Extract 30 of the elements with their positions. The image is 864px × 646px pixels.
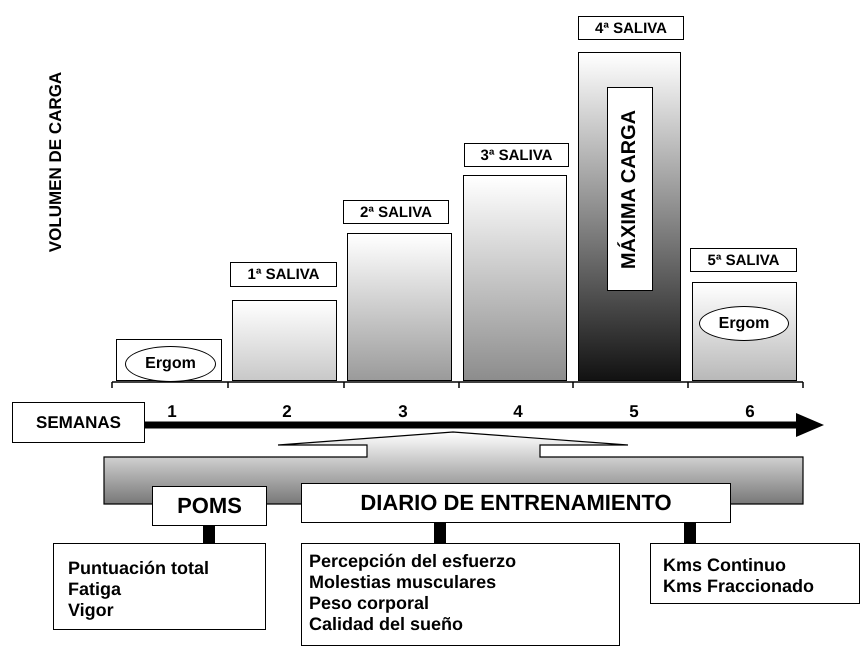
list-box: Kms Continuo Kms Fraccionado	[650, 543, 860, 604]
week-number: 1	[167, 402, 177, 422]
ergom-ellipse: Ergom	[125, 346, 216, 382]
load-bar	[463, 175, 567, 381]
load-bar	[347, 233, 452, 381]
connector	[203, 526, 215, 543]
load-bar	[232, 300, 337, 381]
list-box: Percepción del esfuerzo Molestias musculares Peso corporal Calidad del sueño	[301, 543, 620, 646]
week-number: 4	[513, 402, 523, 422]
axis-title: VOLUMEN DE CARGA	[46, 72, 66, 252]
label-box: DIARIO DE ENTRENAMIENTO	[301, 483, 731, 523]
load-bar	[116, 339, 222, 381]
week-number: 3	[398, 402, 408, 422]
week-number: 2	[282, 402, 292, 422]
label-box: MÁXIMA CARGA	[607, 87, 653, 291]
label-box: 2ª SALIVA	[343, 200, 449, 224]
label-box: 5ª SALIVA	[690, 248, 797, 272]
load-bar	[692, 282, 797, 381]
week-number: 5	[629, 402, 639, 422]
label-box: 4ª SALIVA	[578, 16, 684, 40]
ergom-ellipse: Ergom	[699, 306, 789, 341]
label-box: SEMANAS	[12, 402, 145, 443]
label-box: 1ª SALIVA	[230, 262, 337, 287]
week-number: 6	[745, 402, 755, 422]
label-box: POMS	[152, 486, 267, 526]
list-box: Puntuación total Fatiga Vigor	[53, 543, 266, 630]
connector	[684, 523, 696, 543]
load-bar	[578, 52, 681, 381]
label-box: 3ª SALIVA	[464, 143, 569, 167]
connector	[434, 523, 446, 543]
